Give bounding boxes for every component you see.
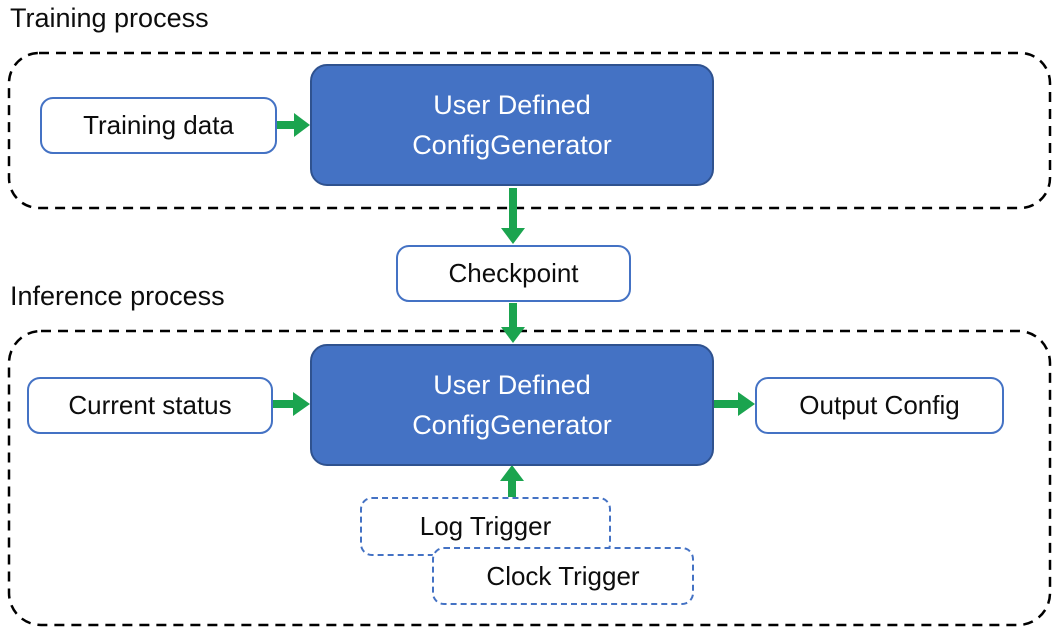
arrow-generator-to-output-config (714, 392, 755, 416)
arrow-training-data-to-generator (275, 113, 310, 137)
training-process-label: Training process (10, 3, 209, 33)
arrow-current-status-to-generator (273, 392, 310, 416)
config-generator-training-line1: User Defined (433, 90, 591, 120)
config-generator-inference-line2: ConfigGenerator (412, 410, 612, 440)
checkpoint-node: Checkpoint (396, 245, 631, 302)
config-generator-training-line2: ConfigGenerator (412, 130, 612, 160)
arrow-generator-to-checkpoint (501, 188, 525, 244)
inference-process-container (7, 329, 1052, 627)
training-data-node: Training data (40, 97, 277, 154)
output-config-node: Output Config (755, 377, 1004, 434)
current-status-node: Current status (27, 377, 273, 434)
config-generator-inference-line1: User Defined (433, 370, 591, 400)
inference-process-label: Inference process (10, 281, 225, 311)
arrow-checkpoint-to-generator (501, 303, 525, 343)
config-generator-inference-node: User Defined ConfigGenerator (310, 344, 714, 466)
config-generator-training-node: User Defined ConfigGenerator (310, 64, 714, 186)
clock-trigger-node: Clock Trigger (432, 547, 694, 605)
training-process-container (7, 51, 1052, 210)
arrow-log-trigger-to-generator (500, 465, 524, 498)
